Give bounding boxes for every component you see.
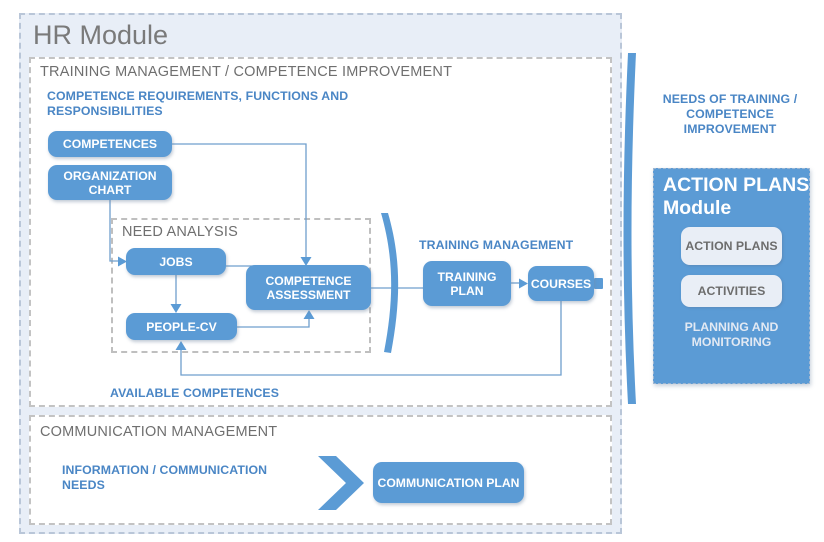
caption-available-competences: AVAILABLE COMPETENCES (110, 386, 280, 400)
node-courses[interactable]: COURSES (528, 266, 594, 301)
caption-competence-requirements: COMPETENCE REQUIREMENTS, FUNCTIONS AND R… (47, 89, 349, 118)
caption-information-communication-needs: INFORMATION / COMMUNICATION NEEDS (62, 463, 268, 492)
node-people-cv[interactable]: PEOPLE-CV (126, 313, 237, 340)
node-competence-assessment[interactable]: COMPETENCE ASSESSMENT (246, 265, 371, 310)
node-competences[interactable]: COMPETENCES (48, 131, 172, 157)
caption-needs-of-training: NEEDS OF TRAINING / COMPETENCE IMPROVEME… (662, 92, 798, 136)
node-organization-chart[interactable]: ORGANIZATION CHART (48, 165, 172, 200)
node-action-plans[interactable]: ACTION PLANS (681, 227, 782, 265)
action-plans-module[interactable] (653, 168, 810, 384)
communication-management-panel-title: COMMUNICATION MANAGEMENT (40, 424, 278, 440)
action-plans-module-title-line2: Module (663, 197, 732, 219)
caption-training-management: TRAINING MANAGEMENT (419, 238, 574, 252)
node-training-plan[interactable]: TRAINING PLAN (423, 261, 511, 306)
node-activities[interactable]: ACTIVITIES (681, 275, 782, 307)
page-title: HR Module (33, 20, 169, 50)
action-plans-module-title-line1: ACTION PLANS (663, 174, 810, 196)
node-communication-plan[interactable]: COMMUNICATION PLAN (373, 462, 524, 503)
action-plans-module-footer: PLANNING AND MONITORING (684, 320, 779, 349)
training-management-panel-title: TRAINING MANAGEMENT / COMPETENCE IMPROVE… (40, 64, 453, 80)
need-analysis-panel-title: NEED ANALYSIS (122, 224, 238, 240)
hr-module-output-bracket (623, 53, 636, 404)
node-jobs[interactable]: JOBS (126, 248, 226, 275)
